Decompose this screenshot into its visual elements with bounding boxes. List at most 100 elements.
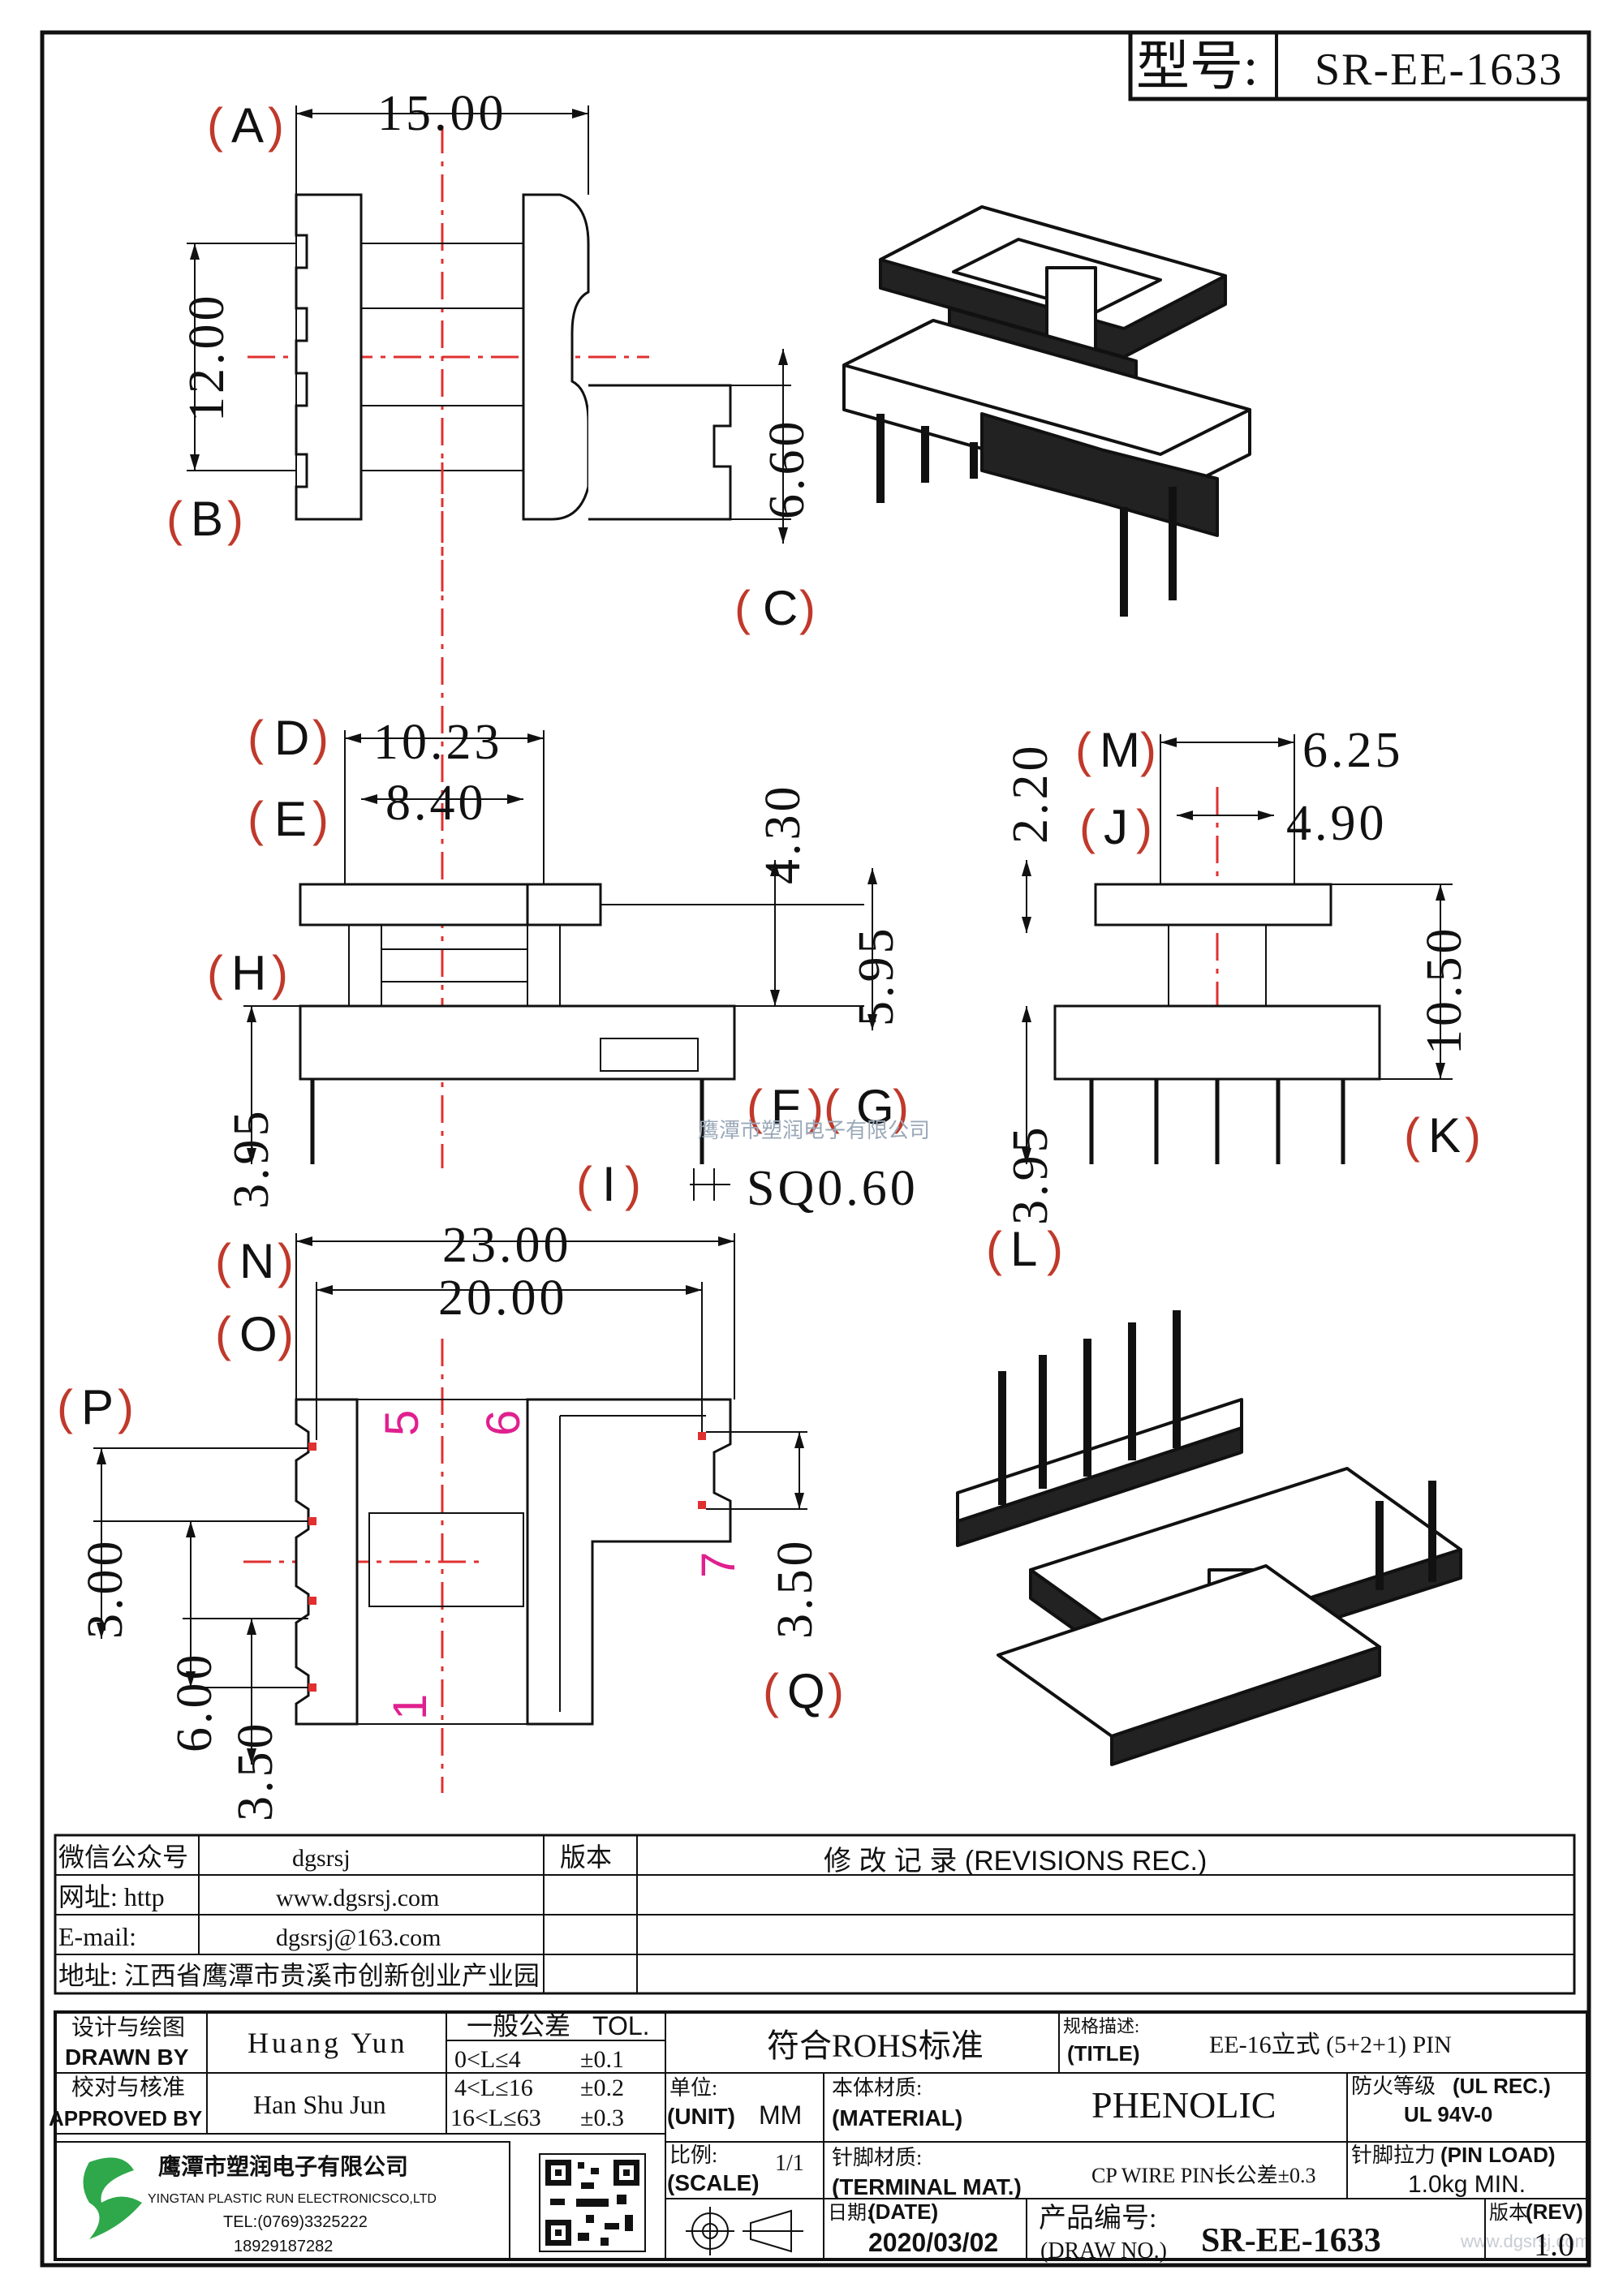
front-view: 10.23 8.40 4.30 5.95 3.95 SQ0.60 ( D ) (… [207,462,919,1216]
company-logo-icon [83,2157,142,2239]
svg-text:): ) [893,1080,909,1134]
svg-text:): ) [227,492,243,546]
svg-text:): ) [312,711,329,765]
dim-front-d4: 5.95 [849,926,904,1027]
svg-text:): ) [118,1380,134,1434]
company-cn: 鹰潭市塑润电子有限公司 [158,2153,408,2180]
model-box: 型号: SR-EE-1633 [1128,30,1591,101]
terminal-value: CP WIRE PIN长公差±0.3 [1091,2164,1315,2187]
label-a: A [231,98,264,153]
svg-text:(: ( [248,792,264,846]
bottom-view: 5 6 7 1 23.00 20.00 3.00 6.00 3.50 3.50 … [57,1218,844,1821]
rev-value: 1.0 [1534,2226,1574,2263]
label-k: K [1428,1108,1461,1163]
qr-code-icon [539,2153,646,2252]
svg-text:(: ( [215,1234,231,1288]
tol-val-2: ±0.2 [580,2075,624,2101]
svg-text:): ) [828,1664,844,1718]
wechat-value: dgsrsj [292,1845,351,1872]
rohs: 符合ROHS标准 [767,2027,984,2064]
model-number: SR-EE-1633 [1315,45,1563,95]
pin-7: 7 [692,1552,745,1578]
label-d: D [274,711,309,765]
pin-1: 1 [384,1694,437,1720]
label-l: L [1010,1222,1037,1276]
dim-side-d1: 6.25 [1302,723,1404,778]
spec-en: (TITLE) [1067,2041,1140,2066]
unit-cn: 单位: [669,2076,717,2100]
svg-text:): ) [625,1157,641,1211]
top-view: 15.00 12.00 6.60 ( A ) ( B ) ( C ) [166,86,816,635]
svg-text:(: ( [986,1222,1002,1276]
sheet-border [40,30,1591,2268]
svg-text:(: ( [166,492,183,546]
dim-front-d1: 10.23 [373,715,503,770]
tol-range-2: 4<L≤16 [454,2075,533,2101]
svg-text:): ) [1140,723,1156,777]
address: 地址: 江西省鹰潭市贵溪市创新创业产业园 [58,1961,540,1990]
label-e: E [274,792,307,846]
drawn-name: Huang Yun [248,2027,408,2059]
svg-text:(: ( [1079,800,1096,854]
site-label: 网址: http [58,1882,165,1911]
svg-text:): ) [799,581,816,635]
tol-title-en: TOL. [592,2011,650,2040]
rev-cn: 版本 [1489,2202,1528,2224]
dim-side-d2: 4.90 [1286,796,1388,851]
label-f: F [771,1080,801,1134]
dim-side-d3: 2.20 [1003,743,1058,845]
pinload-cn: 针脚拉力 [1351,2143,1436,2167]
fire-cn: 防火等级 [1351,2075,1436,2098]
drawn-cn: 设计与绘图 [71,2014,185,2040]
terminal-en: (TERMINAL MAT.) [832,2174,1022,2199]
svg-text:(: ( [1404,1108,1420,1163]
svg-text:(: ( [734,581,751,635]
label-b: B [191,492,223,546]
approved-cn: 校对与核准 [71,2075,185,2100]
tol-title-cn: 一般公差 [467,2011,570,2040]
watermark-company: 鹰潭市塑润电子有限公司 [698,1118,930,1142]
material-cn: 本体材质: [832,2076,922,2100]
email-label: E-mail: [58,1922,136,1951]
svg-text:)(: )( [807,1080,840,1134]
pin-5: 5 [376,1410,428,1436]
revisions-label: 修 改 记 录 (REVISIONS REC.) [824,1846,1207,1877]
pin-6: 6 [477,1410,530,1436]
dim-bottom-p4: 3.50 [768,1538,823,1640]
svg-text:): ) [1136,800,1152,854]
scale-value: 1/1 [775,2151,804,2176]
drawno-cn: 产品编号: [1039,2203,1156,2234]
svg-text:(: ( [57,1380,73,1434]
label-p: P [81,1380,114,1434]
model-label: 型号: [1136,37,1258,97]
spec-cn: 规格描述: [1063,2016,1139,2036]
drawno-value: SR-EE-1633 [1201,2222,1381,2259]
tol-range-1: 0<L≤4 [454,2046,521,2073]
rev-en: (REV) [1526,2199,1583,2224]
iso-view-bottom [956,1310,1462,1766]
tol-val-3: ±0.3 [580,2105,624,2131]
dim-bottom-p3: 3.50 [228,1721,283,1822]
label-i: I [602,1157,616,1211]
drawno-en: (DRAW NO.) [1040,2238,1167,2264]
svg-text:(: ( [248,711,264,765]
watermark-url: www.dgsrsj.com [1460,2231,1590,2251]
unit-en: (UNIT) [667,2104,735,2129]
svg-text:): ) [312,792,329,846]
tel-1: TEL:(0769)3325222 [223,2213,368,2231]
scale-en: (SCALE) [667,2170,760,2195]
dim-top-width: 15.00 [377,86,507,141]
date-en: (DATE) [868,2199,938,2224]
pinload-value: 1.0kg MIN. [1408,2171,1526,2198]
dim-bottom-p2: 6.00 [167,1652,222,1753]
wechat-label: 微信公众号 [58,1842,188,1872]
unit-value: MM [759,2100,802,2130]
svg-text:): ) [1465,1108,1481,1163]
label-c: C [763,581,798,635]
material-value: PHENOLIC [1091,2084,1276,2126]
svg-text:(: ( [1075,723,1091,777]
projection-symbol-icon [686,2207,803,2255]
dim-front-sq: SQ0.60 [747,1161,919,1216]
svg-text:): ) [1047,1222,1063,1276]
